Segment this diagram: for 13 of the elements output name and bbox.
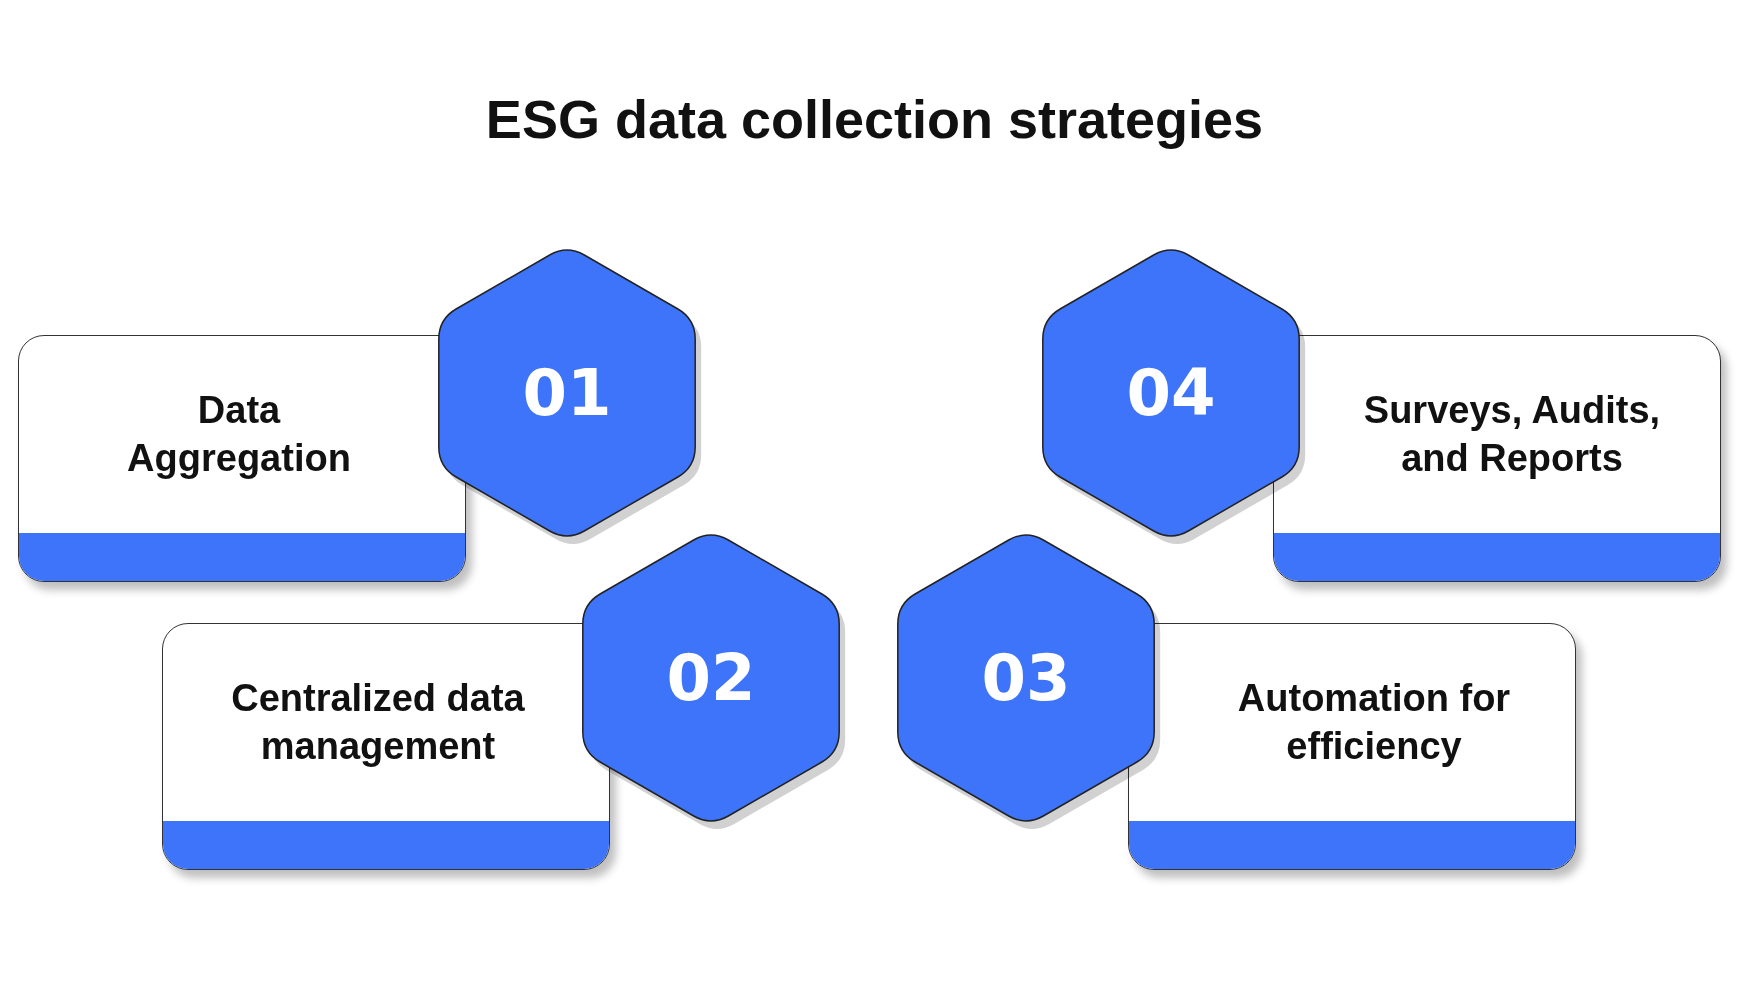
title: ESG data collection strategies bbox=[484, 88, 1265, 150]
info-card bbox=[162, 623, 610, 870]
step-number: 01 bbox=[521, 355, 613, 432]
card-text: Centralized data management bbox=[230, 676, 526, 769]
card-text: Surveys, Audits, and Reports bbox=[1362, 388, 1662, 481]
card-text: Data Aggregation bbox=[126, 388, 352, 481]
info-card bbox=[18, 335, 466, 582]
step-number: 02 bbox=[665, 640, 757, 717]
card-text: Automation for efficiency bbox=[1236, 676, 1512, 769]
info-card bbox=[1273, 335, 1721, 582]
info-card bbox=[1128, 623, 1576, 870]
step-number: 04 bbox=[1125, 355, 1217, 432]
step-number: 03 bbox=[980, 640, 1072, 717]
